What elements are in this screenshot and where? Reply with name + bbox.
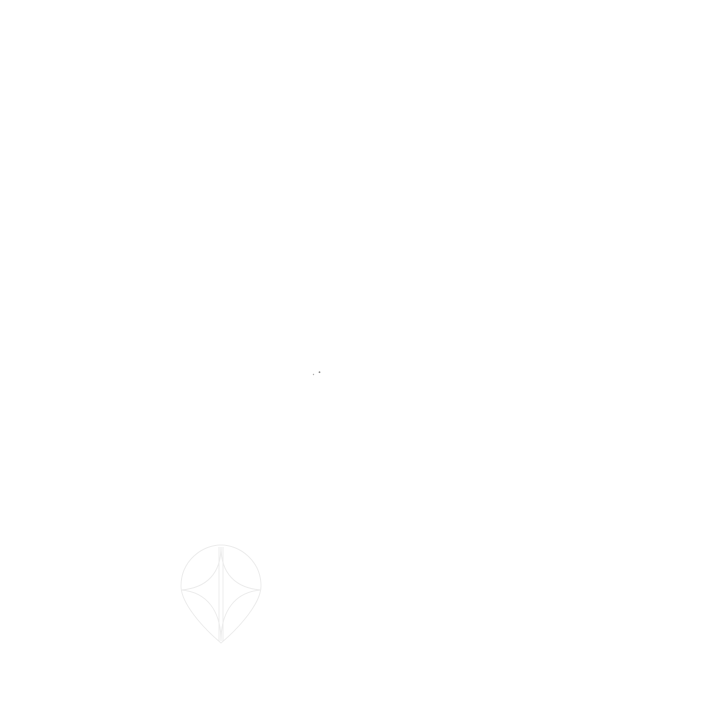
sparkle-shield-logo-icon [178,543,264,645]
loading-dots-icon [311,369,323,377]
